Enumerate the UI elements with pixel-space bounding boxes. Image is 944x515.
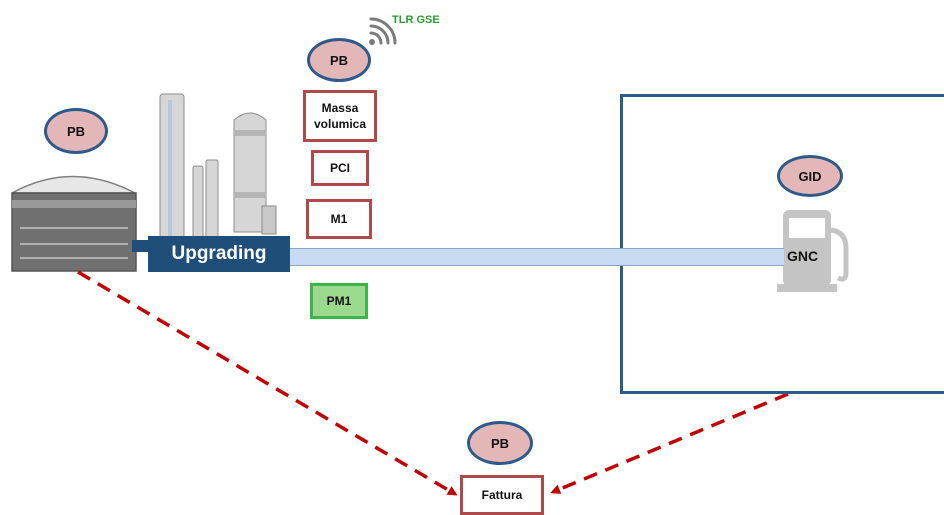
pci-box: PCI <box>311 150 369 186</box>
tlr-gse-label: TLR GSE <box>392 14 440 26</box>
arrow-left-to-fattura <box>77 270 458 496</box>
upgrading-label: Upgrading <box>148 236 290 272</box>
digester-icon <box>11 175 150 272</box>
pm1-box: PM1 <box>310 283 368 319</box>
pb-oval-top: PB <box>307 38 371 82</box>
signal-icon <box>369 17 397 45</box>
gnc-label: GNC <box>787 248 819 264</box>
gas-pipeline <box>288 248 784 266</box>
fattura-box: Fattura <box>460 475 544 515</box>
pb-oval-bottom: PB <box>467 421 533 465</box>
massa-volumica-box: Massa volumica <box>303 90 377 142</box>
distribution-area-frame <box>620 94 944 394</box>
arrow-right-to-fattura <box>550 392 789 494</box>
gid-oval: GID <box>777 155 843 197</box>
fuel-pump-icon <box>777 210 849 292</box>
massa-volumica-line2: volumica <box>313 117 367 131</box>
massa-volumica-line1: Massa <box>321 100 359 115</box>
pb-oval-left: PB <box>44 108 108 154</box>
upgrading-plant-icon <box>159 93 277 239</box>
m1-box: M1 <box>306 199 372 239</box>
